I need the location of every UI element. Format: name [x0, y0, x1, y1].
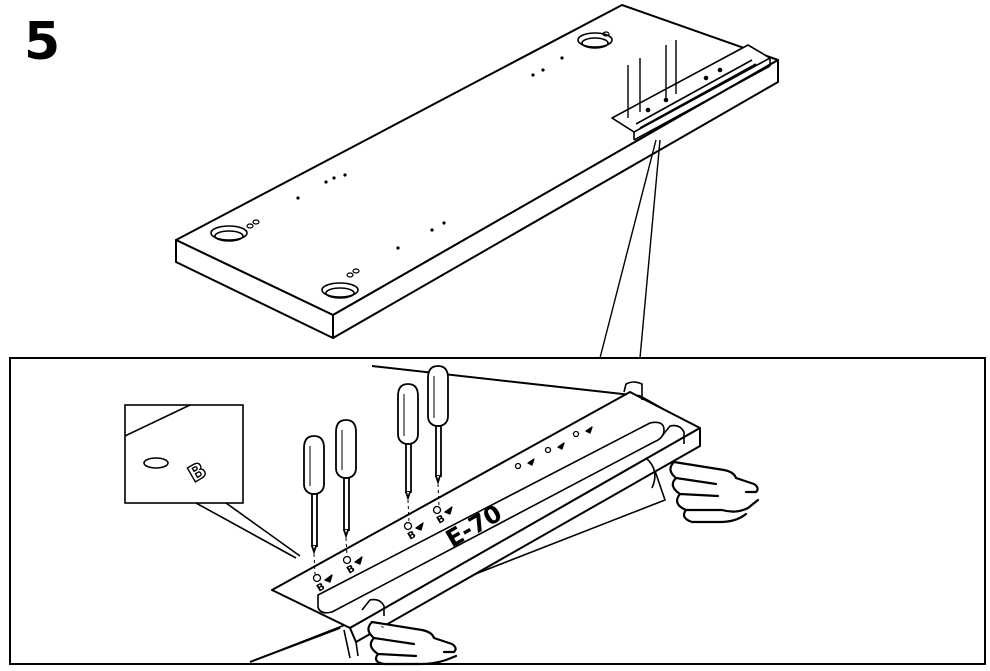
bracket-tab [623, 381, 643, 400]
panel-top-face [175, 4, 779, 316]
bracket-flange [645, 457, 656, 489]
detail-view [249, 365, 701, 663]
zoom-callout-lines [599, 139, 661, 359]
inset-hole [143, 457, 169, 469]
cam-hole [210, 225, 248, 242]
screwdriver-icon [335, 419, 357, 557]
inset-pointer [225, 502, 301, 557]
panel-bracket [611, 44, 771, 141]
detail-frame [9, 357, 986, 665]
cam-hole [577, 32, 613, 49]
small-holes [246, 31, 610, 278]
pointing-hand-icon [367, 620, 458, 666]
inset-pointer [195, 502, 297, 559]
bracket-tab [661, 424, 685, 444]
screwdriver-icon [397, 383, 419, 523]
bracket-lip [349, 427, 701, 643]
bracket-slot [317, 421, 665, 614]
step-number: 5 [24, 12, 61, 72]
pilot-holes [296, 56, 564, 250]
inset-detail [124, 404, 301, 559]
bracket-tab [361, 598, 385, 616]
screwdriver-icon [427, 365, 449, 507]
screw-direction-lines [627, 40, 677, 118]
panel-overview [175, 4, 779, 339]
cam-hole [321, 282, 359, 299]
bracket-marks [312, 426, 593, 583]
panel-side-edge [332, 59, 779, 339]
pointing-hand-icon [669, 460, 760, 524]
inset-frame [124, 404, 244, 504]
bracket-tab [343, 629, 359, 659]
screwdriver-icon [303, 435, 325, 575]
